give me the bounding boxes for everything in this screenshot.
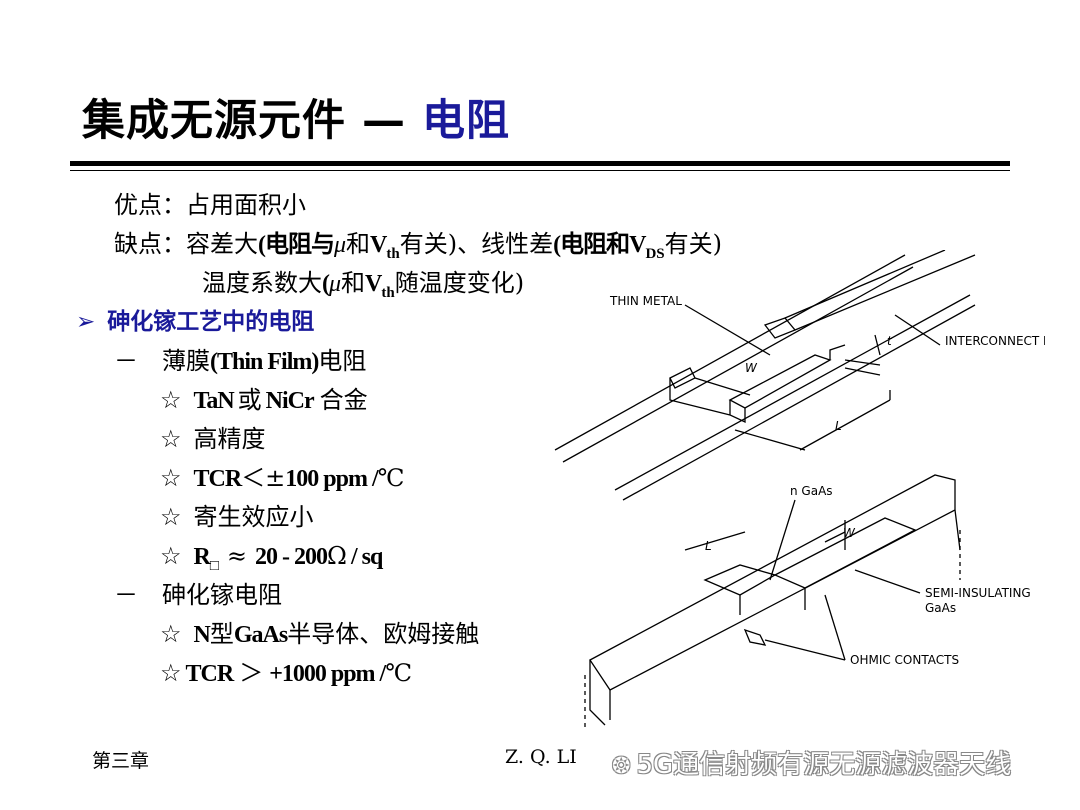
cons-label: 缺点： — [114, 230, 186, 258]
label-l-bottom: L — [705, 539, 712, 553]
item-text: TaN — [193, 388, 235, 414]
cons-text: V — [365, 271, 382, 297]
pros-line: 优点：占用面积小 — [114, 190, 306, 220]
pros-text: 占用面积小 — [186, 191, 306, 219]
item-text: 20 - 200 — [255, 544, 328, 570]
cons-text: V — [370, 232, 387, 258]
star-icon: ☆ — [160, 542, 182, 570]
item-text: ≈ — [226, 542, 248, 570]
cons-text: 容差大 — [186, 230, 258, 258]
subscript: th — [386, 245, 400, 262]
label-l-top: L — [835, 419, 842, 433]
watermark-text: 5G通信射频有源无源滤波器天线 — [636, 750, 1012, 780]
cons-text: 有关)、线性差 — [399, 230, 554, 258]
watermark: ❂5G通信射频有源无源滤波器天线 — [612, 744, 1011, 781]
item-text: 半导体、欧姆接触 — [287, 620, 480, 648]
list-item-tcr-gaas: ☆TCR＞+1000 ppm /℃ — [160, 658, 412, 689]
item-text: N — [193, 622, 211, 648]
list-item-gaas-resistor: － 砷化镓电阻 — [114, 580, 282, 610]
subscript: th — [381, 284, 395, 301]
cons-text: (电阻与 — [258, 232, 335, 258]
list-item-tcr-thin: ☆ TCR＜±100 ppm /℃ — [160, 463, 405, 494]
title-accent: 电阻 — [421, 96, 510, 146]
label-interconnect-line: INTERCONNECT LINE — [945, 334, 1045, 348]
item-text: +1000 ppm / — [269, 661, 386, 687]
pros-label: 优点： — [114, 191, 186, 219]
item-text: (Thin Film) — [210, 349, 319, 375]
list-item-thin-film: － 薄膜(Thin Film)电阻 — [114, 346, 366, 377]
item-text: 寄生效应小 — [193, 503, 314, 531]
item-text: ＜± — [241, 464, 286, 492]
item-text: TCR — [193, 466, 243, 492]
item-text: 型 — [209, 620, 234, 648]
item-text: NiCr — [265, 388, 315, 414]
list-item-parasitic: ☆ 寄生效应小 — [160, 502, 314, 532]
cons-text: 和 — [341, 269, 366, 297]
cons-line-1: 缺点：容差大(电阻与μ和Vth有关)、线性差(电阻和VDS有关) — [114, 229, 722, 269]
item-text: 薄膜 — [162, 347, 210, 375]
item-text: ℃ — [377, 464, 405, 492]
cons-text: V — [629, 232, 646, 258]
cons-text: 和 — [346, 230, 371, 258]
star-icon: ☆ — [160, 386, 182, 414]
label-thin-metal: THIN METAL — [609, 294, 682, 308]
cons-line-2: 温度系数大(μ和Vth随温度变化) — [202, 268, 524, 308]
star-icon: ☆ — [160, 659, 182, 687]
label-semi-insulating: SEMI-INSULATING — [925, 586, 1031, 600]
list-item-precision: ☆ 高精度 — [160, 424, 266, 454]
label-t: t — [887, 334, 893, 348]
item-text: Ω — [327, 542, 347, 570]
label-w-bottom: W — [843, 526, 856, 540]
label-w-top: W — [745, 361, 758, 375]
item-text: 100 ppm / — [285, 466, 378, 492]
cons-text: 有关) — [664, 230, 723, 258]
item-text: ℃ — [385, 659, 413, 687]
cons-text: (电阻和 — [553, 232, 630, 258]
wechat-icon: ❂ — [612, 754, 631, 779]
label-ohmic-contacts: OHMIC CONTACTS — [850, 653, 959, 667]
list-item-sheet-resistance: ☆ R□ ≈20 - 200Ω/ sq — [160, 541, 383, 581]
subscript: □ — [209, 557, 219, 574]
dash-bullet: － — [114, 347, 138, 375]
item-text: ＞ — [239, 659, 264, 687]
item-text: 高精度 — [193, 425, 266, 453]
cons-text: 温度系数大 — [202, 269, 322, 297]
star-icon: ☆ — [160, 464, 182, 492]
mu-symbol: μ — [329, 271, 342, 297]
footer-chapter: 第三章 — [92, 750, 150, 772]
star-icon: ☆ — [160, 425, 182, 453]
cons-text: ( — [322, 271, 330, 297]
item-text: 合金 — [319, 386, 368, 414]
title-divider-thin — [70, 170, 1010, 171]
resistor-structure-diagram: THIN METAL INTERCONNECT LINE t W L n GaA… — [554, 250, 1045, 730]
star-icon: ☆ — [160, 503, 182, 531]
mu-symbol: μ — [334, 232, 347, 258]
item-text: 砷化镓电阻 — [162, 581, 282, 609]
slide-title: 集成无源元件 — 电阻 — [82, 86, 510, 148]
arrow-bullet-icon: ➢ — [76, 309, 96, 335]
label-n-gaas: n GaAs — [790, 484, 833, 498]
list-item-ngaas: ☆ N型GaAs半导体、欧姆接触 — [160, 619, 479, 650]
title-divider — [70, 161, 1010, 166]
item-text: TCR — [185, 661, 235, 687]
item-text: / sq — [350, 544, 383, 570]
item-text: R — [193, 544, 211, 570]
section-heading: ➢ 砷化镓工艺中的电阻 — [76, 307, 314, 337]
item-text: GaAs — [233, 622, 288, 648]
subscript: DS — [645, 245, 665, 262]
item-text: 电阻 — [318, 347, 367, 375]
star-icon: ☆ — [160, 620, 182, 648]
item-text: 或 — [237, 386, 262, 414]
title-main: 集成无源元件 — — [82, 96, 422, 146]
section-heading-text: 砷化镓工艺中的电阻 — [107, 309, 315, 335]
cons-text: 随温度变化) — [394, 269, 525, 297]
label-gaas: GaAs — [925, 601, 956, 615]
footer-author: Z. Q. LI — [505, 746, 577, 768]
dash-bullet: － — [114, 581, 138, 609]
